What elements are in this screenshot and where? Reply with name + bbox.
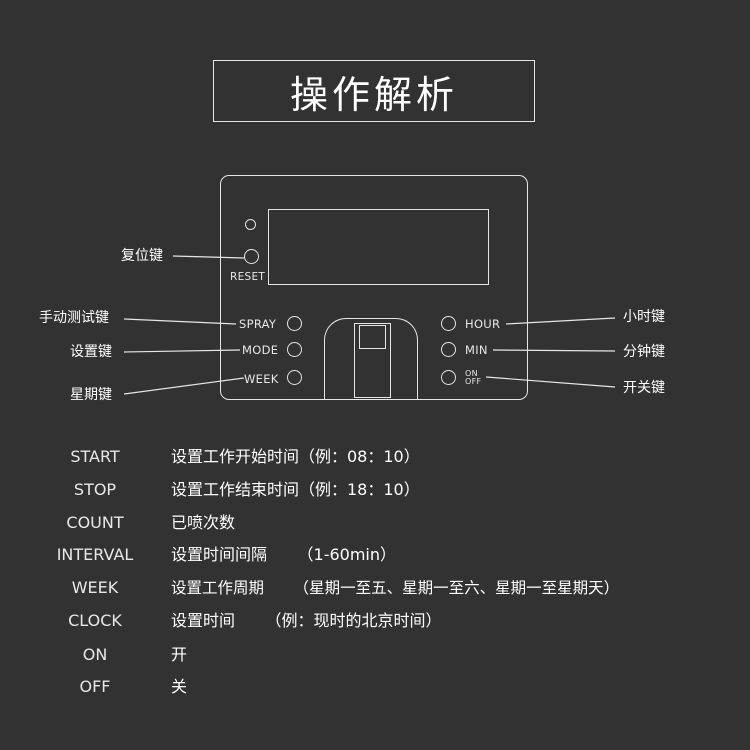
legend-desc-start: 设置工作开始时间（例：08：10）: [171, 447, 420, 466]
spray-button[interactable]: [287, 316, 302, 331]
legend-term-stop: STOP: [73, 480, 117, 499]
switch-housing: [324, 318, 418, 400]
onoff-callout-line: [485, 376, 616, 388]
legend-term-clock: CLOCK: [68, 611, 122, 630]
legend-term-start: START: [70, 447, 120, 466]
reset-callout-line: [172, 255, 245, 259]
on-text: ON: [465, 369, 478, 378]
mode-button[interactable]: [287, 342, 302, 357]
legend-desc-off: 关: [171, 677, 188, 696]
legend-term-on: ON: [82, 645, 108, 664]
onoff-button[interactable]: [441, 370, 456, 385]
onoff-label: ON OFF: [465, 370, 481, 386]
mode-label: MODE: [242, 343, 279, 357]
week-button[interactable]: [287, 370, 302, 385]
legend-desc-on: 开: [171, 645, 188, 664]
switch-slot: [354, 323, 391, 398]
control-panel: [220, 175, 528, 400]
page-title: 操作解析: [213, 60, 535, 122]
indicator-led: [245, 219, 256, 230]
min-callout: 分钟键: [623, 344, 665, 360]
legend-term-off: OFF: [79, 677, 111, 696]
week-callout-line: [123, 377, 245, 395]
mode-callout-line: [123, 349, 241, 353]
week-callout: 星期键: [70, 387, 112, 403]
hour-label: HOUR: [465, 317, 501, 331]
min-label: MIN: [465, 343, 488, 357]
switch-knob[interactable]: [359, 325, 386, 349]
legend-term-week: WEEK: [71, 578, 119, 597]
off-text: OFF: [465, 377, 482, 386]
reset-label: RESET: [230, 271, 266, 283]
onoff-callout: 开关键: [623, 380, 665, 396]
lcd-display: [268, 209, 489, 285]
hour-callout: 小时键: [623, 309, 665, 325]
week-label: WEEK: [244, 372, 279, 386]
legend-desc-count: 已喷次数: [171, 513, 236, 532]
legend-term-count: COUNT: [66, 513, 124, 532]
reset-callout: 复位键: [121, 248, 163, 264]
legend-desc-stop: 设置工作结束时间（例：18：10）: [171, 480, 420, 499]
mode-callout: 设置键: [70, 344, 112, 360]
legend-desc-interval: 设置时间间隔 （1-60min）: [171, 545, 397, 564]
legend-desc-week: 设置工作周期 （星期一至五、星期一至六、星期一至星期天）: [171, 579, 620, 597]
reset-button[interactable]: [244, 249, 259, 264]
legend-term-interval: INTERVAL: [56, 545, 134, 564]
hour-callout-line: [505, 317, 616, 325]
min-button[interactable]: [441, 342, 456, 357]
legend-desc-clock: 设置时间 （例：现时的北京时间）: [171, 611, 442, 630]
min-callout-line: [492, 349, 616, 352]
page-title-text: 操作解析: [289, 72, 458, 117]
spray-callout: 手动测试键: [39, 310, 109, 326]
spray-label: SPRAY: [239, 317, 277, 331]
spray-callout-line: [123, 318, 237, 325]
hour-button[interactable]: [441, 316, 456, 331]
